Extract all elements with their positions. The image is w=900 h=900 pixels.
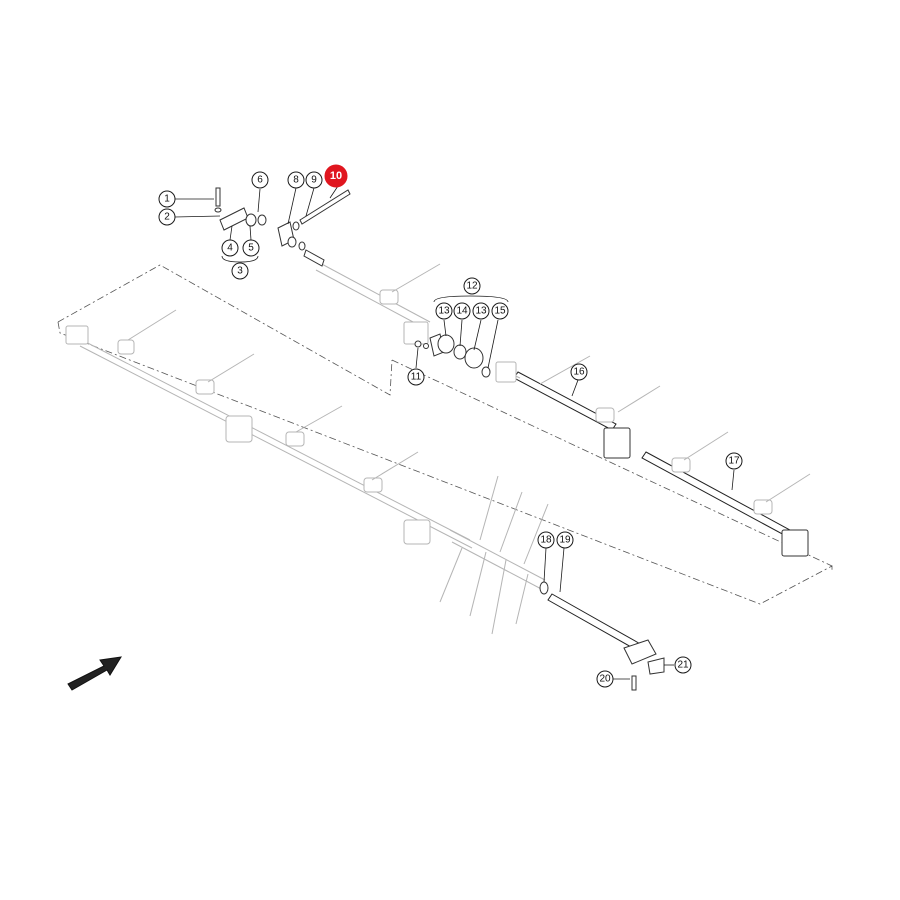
callout-13-second-circle bbox=[472, 302, 490, 320]
callout-13-second-label: 13 bbox=[475, 306, 487, 317]
callout-5-label: 5 bbox=[248, 243, 254, 254]
callout-18-label: 18 bbox=[540, 535, 552, 546]
callout-3-label: 3 bbox=[237, 266, 243, 277]
callout-20-label: 20 bbox=[599, 674, 611, 685]
callout-21-label: 21 bbox=[677, 660, 689, 671]
callout-19-circle bbox=[556, 531, 574, 549]
callout-17-label: 17 bbox=[728, 456, 740, 467]
callout-21: 21 bbox=[674, 656, 692, 674]
callout-11-circle bbox=[407, 368, 425, 386]
callout-18-circle bbox=[537, 531, 555, 549]
callout-5: 5 bbox=[242, 239, 260, 257]
callout-19: 19 bbox=[556, 531, 574, 549]
callout-12: 12 bbox=[463, 277, 481, 295]
callout-10: 10 bbox=[324, 164, 348, 188]
callout-11: 11 bbox=[407, 368, 425, 386]
callout-17-circle bbox=[725, 452, 743, 470]
callout-1-label: 1 bbox=[164, 194, 170, 205]
callout-4-circle bbox=[221, 239, 239, 257]
callout-18: 18 bbox=[537, 531, 555, 549]
callout-10-label: 10 bbox=[330, 170, 342, 182]
shaft-19 bbox=[539, 581, 665, 691]
callout-3: 3 bbox=[231, 262, 249, 280]
callout-12-circle bbox=[463, 277, 481, 295]
callout-13: 13 bbox=[435, 302, 453, 320]
callout-17: 17 bbox=[725, 452, 743, 470]
callout-14-label: 14 bbox=[456, 306, 468, 317]
callout-10-circle bbox=[324, 164, 348, 188]
callout-16-circle bbox=[570, 363, 588, 381]
callout-8-circle bbox=[287, 171, 305, 189]
callout-12-label: 12 bbox=[466, 281, 478, 292]
callout-9: 9 bbox=[305, 171, 323, 189]
callout-13-second: 13 bbox=[472, 302, 490, 320]
callout-20: 20 bbox=[596, 670, 614, 688]
callout-15: 15 bbox=[491, 302, 509, 320]
arrow-up-right-icon bbox=[67, 656, 122, 691]
callout-16: 16 bbox=[570, 363, 588, 381]
callout-2: 2 bbox=[158, 208, 176, 226]
callout-15-circle bbox=[491, 302, 509, 320]
callout-14: 14 bbox=[453, 302, 471, 320]
callout-14-circle bbox=[453, 302, 471, 320]
callout-6: 6 bbox=[251, 171, 269, 189]
callout-13-label: 13 bbox=[438, 306, 450, 317]
shaft-16 bbox=[497, 355, 661, 459]
top-left-parts bbox=[214, 187, 351, 267]
upper-shaft-assembly bbox=[315, 261, 441, 345]
callout-5-circle bbox=[242, 239, 260, 257]
callout-2-label: 2 bbox=[164, 212, 170, 223]
center-parts-cluster bbox=[414, 333, 517, 383]
callout-4: 4 bbox=[221, 239, 239, 257]
leader-lines bbox=[174, 185, 735, 680]
callout-3-circle bbox=[231, 262, 249, 280]
callout-19-label: 19 bbox=[559, 535, 571, 546]
callout-1-circle bbox=[158, 190, 176, 208]
callout-8: 8 bbox=[287, 171, 305, 189]
callout-2-circle bbox=[158, 208, 176, 226]
callout-21-circle bbox=[674, 656, 692, 674]
callout-9-label: 9 bbox=[311, 175, 317, 186]
shaft-17 bbox=[641, 431, 811, 557]
callout-6-circle bbox=[251, 171, 269, 189]
lower-shaft-assembly bbox=[65, 309, 549, 635]
callout-6-label: 6 bbox=[257, 175, 263, 186]
callout-8-label: 8 bbox=[293, 175, 299, 186]
callout-4-label: 4 bbox=[227, 243, 233, 254]
callout-20-circle bbox=[596, 670, 614, 688]
callout-15-label: 15 bbox=[494, 306, 506, 317]
callout-16-label: 16 bbox=[573, 367, 585, 378]
callout-13-circle bbox=[435, 302, 453, 320]
callout-11-label: 11 bbox=[411, 372, 422, 383]
callout-1: 1 bbox=[158, 190, 176, 208]
assembly-boundary bbox=[57, 264, 833, 605]
callout-9-circle bbox=[305, 171, 323, 189]
